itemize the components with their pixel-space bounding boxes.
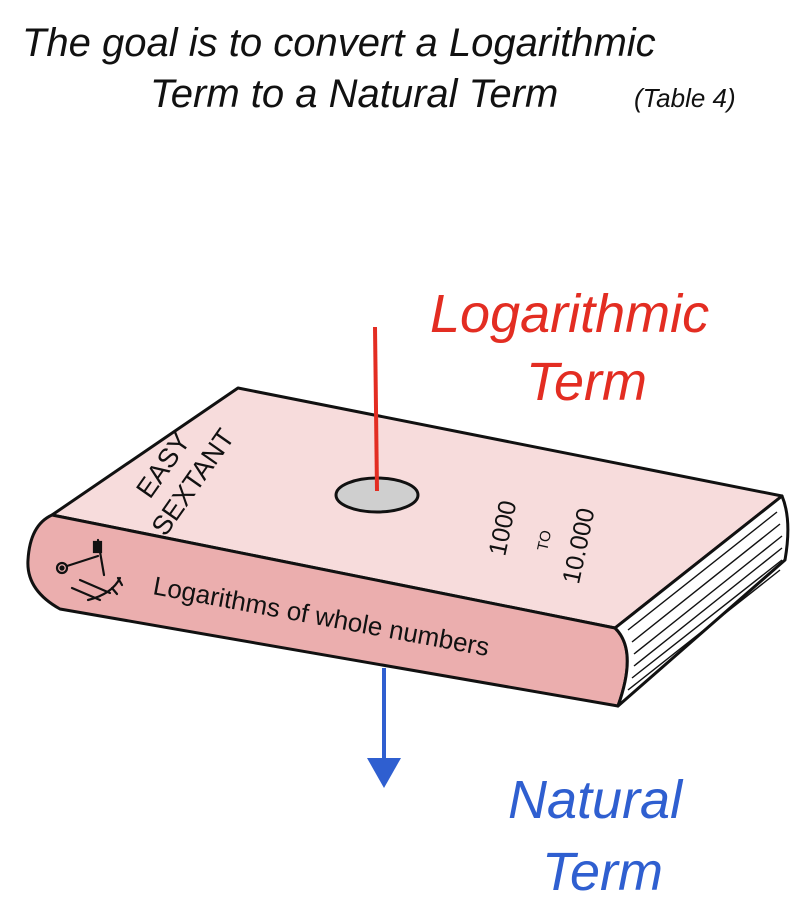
logarithmic-term-line-2: Term: [526, 352, 647, 412]
natural-term-line-2: Term: [542, 842, 663, 902]
heading-line-1: The goal is to convert a Logarithmic: [22, 21, 656, 65]
logarithmic-term-line-1: Logarithmic: [430, 284, 709, 344]
natural-arrowhead: [367, 758, 401, 788]
heading-line-2: Term to a Natural Term: [150, 72, 558, 116]
sextant-icon: [55, 538, 124, 602]
range-to-word: TO: [534, 529, 555, 553]
page-edge-lines: [627, 511, 783, 691]
heading-table-ref: (Table 4): [634, 83, 736, 113]
logarithmic-pointer-line: [373, 326, 379, 492]
natural-term-line-1: Natural: [508, 770, 684, 830]
